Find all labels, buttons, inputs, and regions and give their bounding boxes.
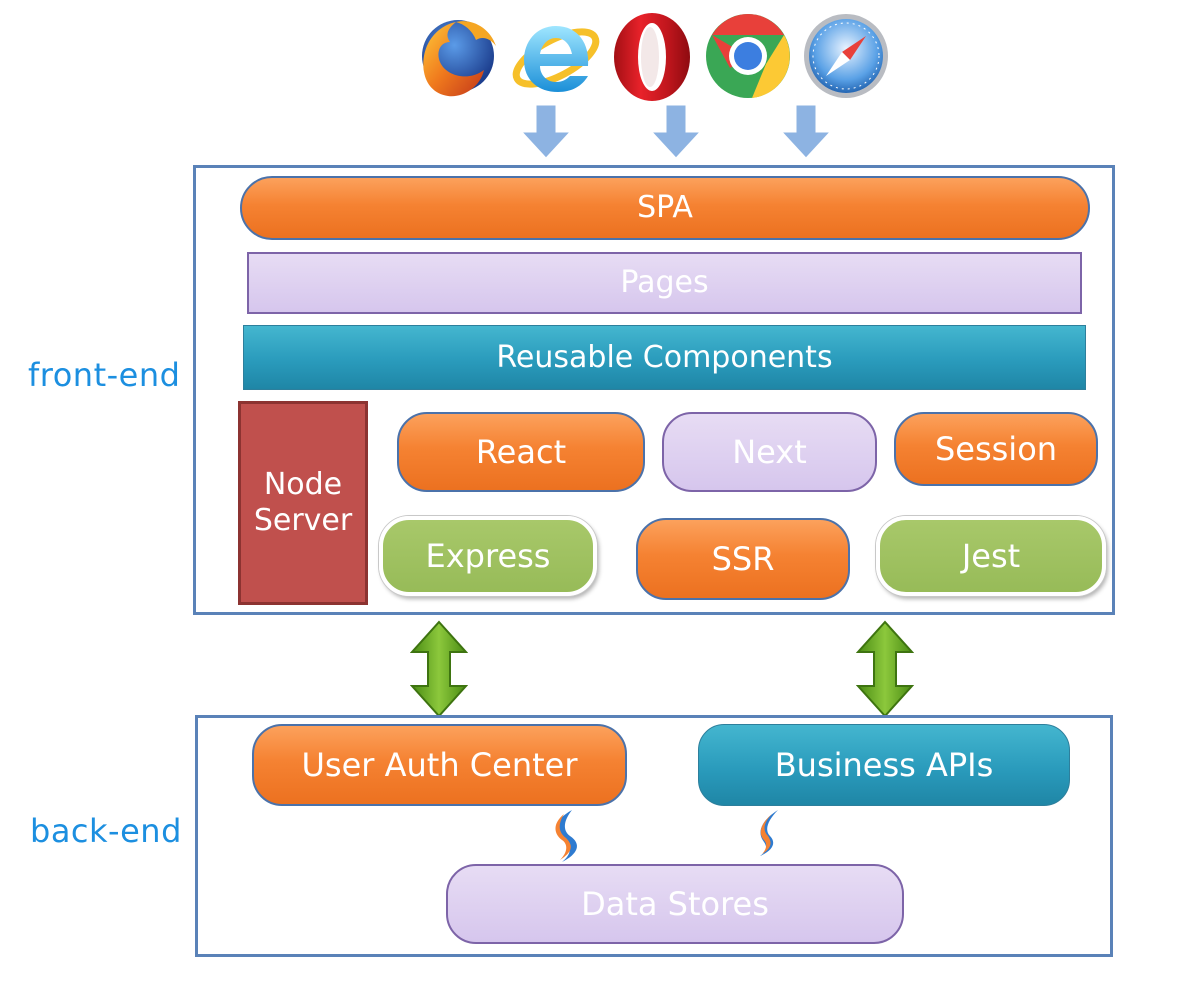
internet-explorer-icon xyxy=(512,26,600,92)
spa-box: SPA xyxy=(240,176,1090,240)
reusable-components-box: Reusable Components xyxy=(243,325,1086,390)
next-box: Next xyxy=(662,412,877,492)
node-server-box: Node Server xyxy=(238,401,368,605)
user-auth-center-box: User Auth Center xyxy=(252,724,627,806)
chrome-icon xyxy=(706,14,790,98)
connector-icon xyxy=(542,806,590,864)
ssr-box: SSR xyxy=(636,518,850,600)
business-apis-box: Business APIs xyxy=(698,724,1070,806)
session-box: Session xyxy=(894,412,1098,486)
jest-box: Jest xyxy=(876,516,1106,596)
front-end-label: front-end xyxy=(28,356,181,394)
back-end-label: back-end xyxy=(30,812,182,850)
safari-icon xyxy=(804,14,888,98)
data-stores-box: Data Stores xyxy=(446,864,904,944)
express-box: Express xyxy=(379,516,597,596)
down-arrow xyxy=(650,104,702,159)
react-box: React xyxy=(397,412,645,492)
pages-box: Pages xyxy=(247,252,1082,314)
bidirectional-arrow xyxy=(856,620,914,718)
connector-icon xyxy=(748,806,788,858)
bidirectional-arrow xyxy=(410,620,468,718)
opera-icon xyxy=(614,13,690,101)
firefox-icon xyxy=(422,20,496,97)
down-arrow xyxy=(520,104,572,159)
down-arrow xyxy=(780,104,832,159)
